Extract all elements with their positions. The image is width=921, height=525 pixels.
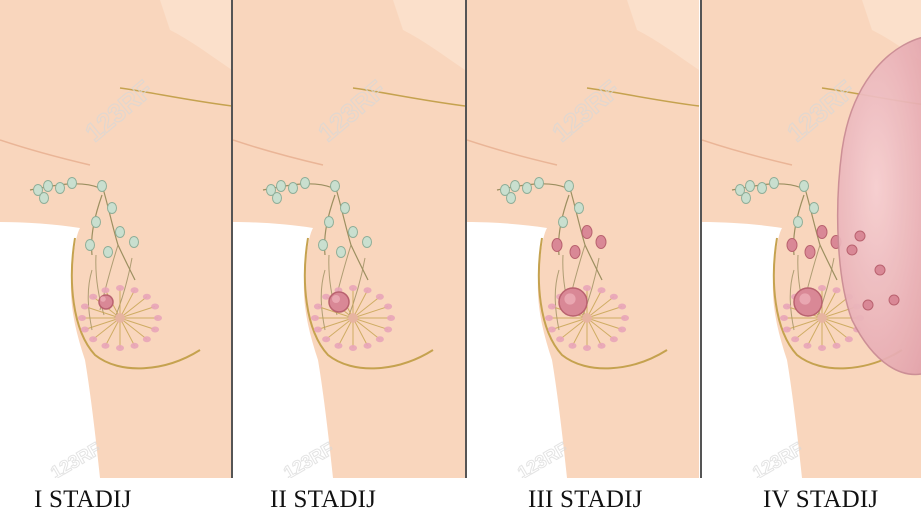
- lymph-node: [810, 203, 819, 214]
- lymph-node: [794, 217, 803, 228]
- lymph-node: [800, 181, 809, 192]
- watermark-logo: 123RF: [47, 438, 104, 478]
- lymph-node: [552, 239, 562, 252]
- metastatic-nodule: [889, 295, 899, 305]
- lymph-node: [104, 247, 113, 258]
- lymph-node: [770, 178, 779, 189]
- lymph-node: [511, 181, 520, 192]
- lymph-node: [116, 227, 125, 238]
- mammary-glands: [311, 285, 395, 351]
- lymph-node: [331, 181, 340, 192]
- lymph-node: [742, 193, 751, 204]
- lymph-node: [349, 227, 358, 238]
- nipple-area: [817, 313, 827, 323]
- tumor-highlight: [564, 293, 575, 304]
- watermark-logo: 123RF: [280, 438, 337, 478]
- metastatic-nodule: [847, 245, 857, 255]
- lymph-node: [325, 217, 334, 228]
- nipple-area: [115, 313, 125, 323]
- tumor-highlight: [799, 293, 810, 304]
- lymph-node: [40, 193, 49, 204]
- lymph-node: [92, 217, 101, 228]
- watermark-logo: 123RF: [514, 438, 571, 478]
- metastatic-nodule: [863, 300, 873, 310]
- tumor: [329, 292, 349, 312]
- lymph-node: [559, 217, 568, 228]
- tumor-highlight: [100, 296, 106, 302]
- lymph-node: [596, 236, 606, 249]
- lymph-node: [787, 239, 797, 252]
- lymph-node: [341, 203, 350, 214]
- lymph-node: [56, 183, 65, 194]
- lymph-node: [68, 178, 77, 189]
- lymph-node: [582, 226, 592, 239]
- lymph-node: [565, 181, 574, 192]
- stage-label-4: IV STADIJ: [763, 487, 878, 512]
- nipple-area: [348, 313, 358, 323]
- lymph-node: [277, 181, 286, 192]
- lymph-node: [758, 183, 767, 194]
- lymph-node: [273, 193, 282, 204]
- lymph-node: [319, 240, 328, 251]
- lymph-node: [130, 237, 139, 248]
- mammary-glands: [545, 285, 629, 351]
- lymph-node: [575, 203, 584, 214]
- lymph-node: [44, 181, 53, 192]
- lymph-node: [523, 183, 532, 194]
- metastatic-nodule: [875, 265, 885, 275]
- metastatic-nodule: [855, 231, 865, 241]
- stage-label-3: III STADIJ: [528, 487, 643, 512]
- lymph-node: [108, 203, 117, 214]
- lymph-node: [570, 246, 580, 259]
- lymph-node: [301, 178, 310, 189]
- stage-label-2: II STADIJ: [270, 487, 376, 512]
- nipple-area: [582, 313, 592, 323]
- lymph-node: [289, 183, 298, 194]
- lymph-node: [507, 193, 516, 204]
- lymph-node: [98, 181, 107, 192]
- tumor-highlight: [332, 295, 340, 303]
- lymph-node: [805, 246, 815, 259]
- watermark-logo: 123RF: [749, 438, 806, 478]
- stage-label-1: I STADIJ: [34, 487, 132, 512]
- lymph-node: [746, 181, 755, 192]
- lymph-node: [337, 247, 346, 258]
- lymph-node: [535, 178, 544, 189]
- lymph-node: [817, 226, 827, 239]
- lymph-node: [363, 237, 372, 248]
- lymph-node: [86, 240, 95, 251]
- mammary-glands: [78, 285, 162, 351]
